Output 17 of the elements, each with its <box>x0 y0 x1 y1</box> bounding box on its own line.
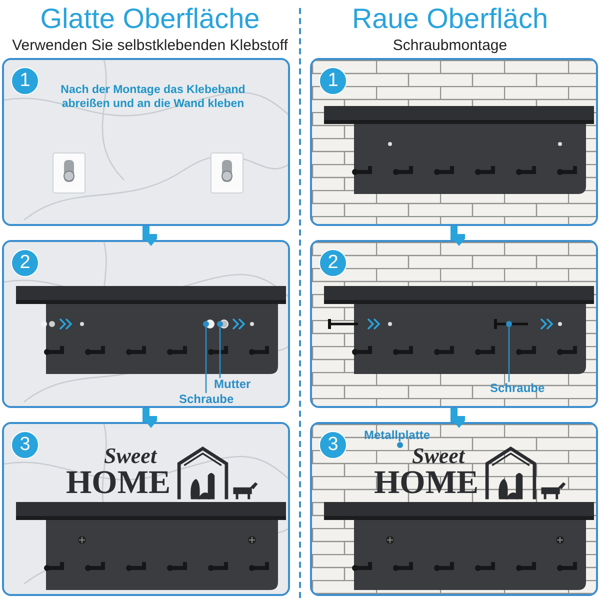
leader-line <box>506 321 512 382</box>
column-heading: Raue Oberfläch <box>350 4 550 35</box>
leader-line <box>217 321 223 378</box>
part-label: Mutter <box>214 378 251 392</box>
sign-lettering: Sweet <box>412 445 465 467</box>
part-label: Schraube <box>490 382 545 396</box>
sign-lettering: HOME <box>66 467 170 500</box>
leader-line <box>203 321 209 393</box>
part-label: Metallplatte <box>364 429 430 443</box>
part-label: Schraube <box>179 393 234 406</box>
sign-lettering: HOME <box>374 467 478 500</box>
column-subheading: Schraubmontage <box>392 38 508 54</box>
column-subheading: Verwenden Sie selbstklebenden Klebstoff <box>11 38 289 54</box>
leader-line <box>397 442 403 448</box>
sign-lettering: Sweet <box>104 445 157 467</box>
column-heading: Glatte Oberfläche <box>39 4 261 35</box>
instruction-text: Nach der Montage das Klebeband abreißen und an die Wand kleben <box>60 84 246 112</box>
